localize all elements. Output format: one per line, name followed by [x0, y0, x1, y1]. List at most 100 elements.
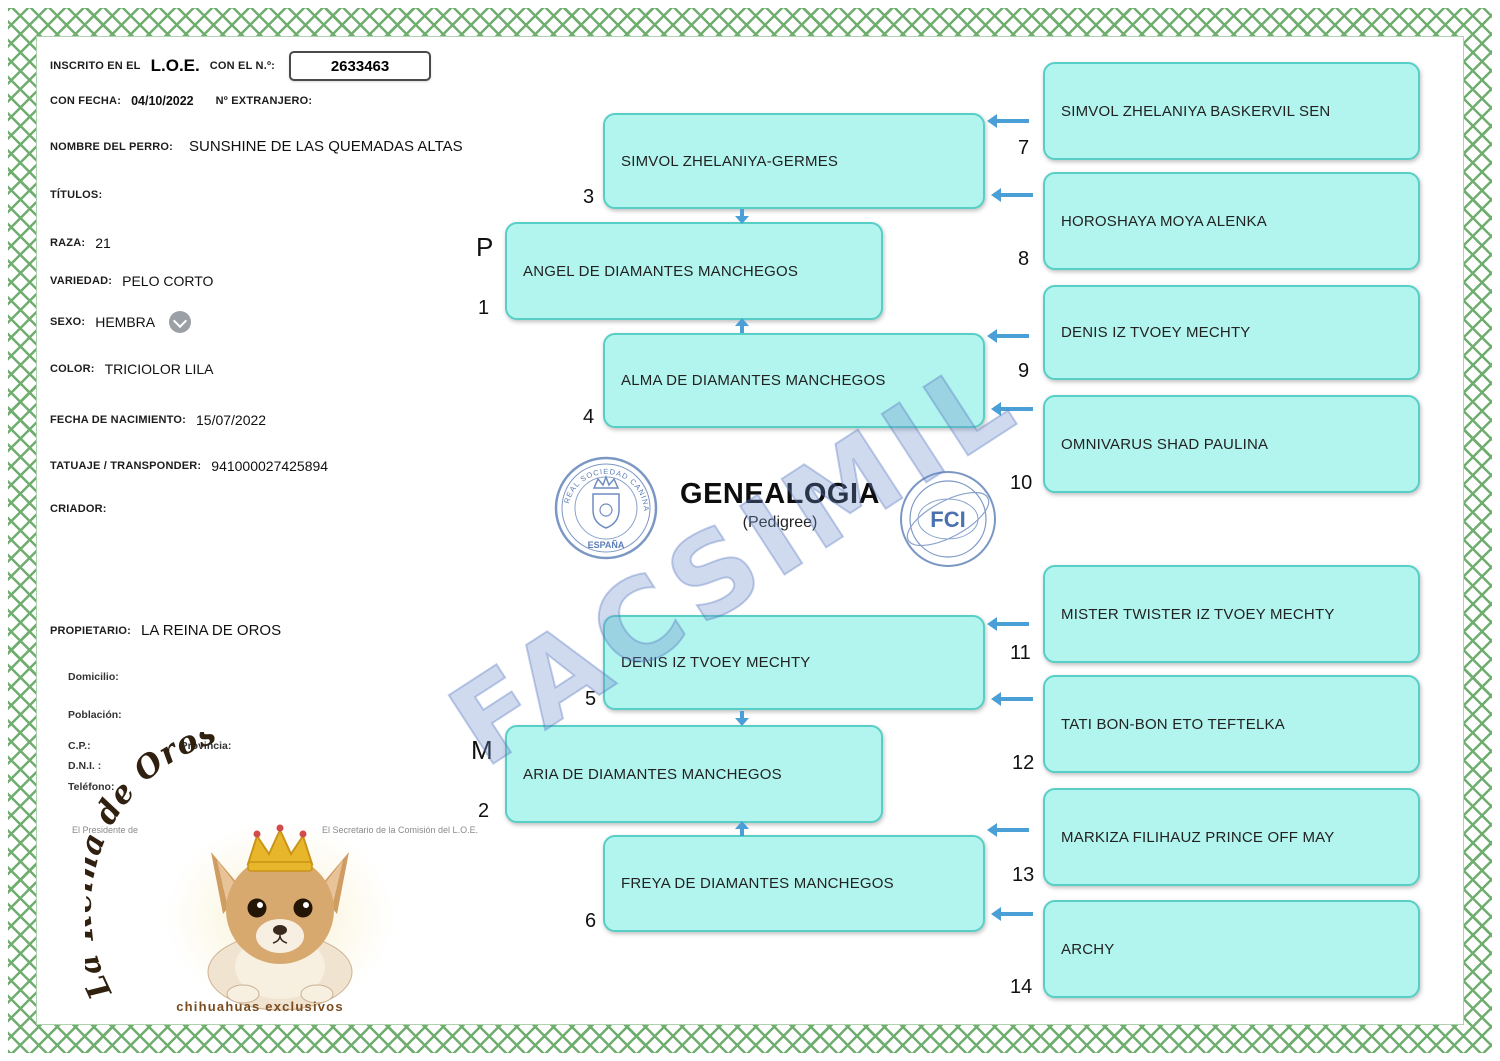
criador-row: CRIADOR: — [50, 503, 107, 515]
president-signature-label: El Presidente de — [72, 825, 139, 835]
con-el-n-label: CON EL N.º: — [209, 60, 276, 72]
arrow-up-icon — [735, 821, 748, 836]
inscrito-label: INSCRITO EN EL — [50, 60, 141, 72]
ancestor-name: ARIA DE DIAMANTES MANCHEGOS — [523, 765, 782, 783]
ancestor-name: DENIS IZ TVOEY MECHTY — [1061, 324, 1251, 341]
arrow-left-icon — [991, 188, 1033, 201]
color-label: COLOR: — [50, 363, 95, 375]
pedigree-box-14: ARCHY — [1043, 900, 1420, 998]
arrow-down-icon — [735, 711, 748, 726]
pedigree-number-6: 6 — [585, 910, 597, 932]
arrow-up-icon — [735, 318, 748, 333]
ancestor-name: SIMVOL ZHELANIYA BASKERVIL SEN — [1061, 102, 1331, 120]
nombre-row: NOMBRE DEL PERRO: SUNSHINE DE LAS QUEMAD… — [50, 138, 463, 155]
variedad-row: VARIEDAD: PELO CORTO — [50, 273, 213, 289]
pedigree-subtitle: (Pedigree) — [742, 514, 818, 531]
chevron-down-icon[interactable] — [169, 311, 192, 333]
pedigree-box-7: SIMVOL ZHELANIYA BASKERVIL SEN — [1043, 62, 1420, 160]
pedigree-box-6: FREYA DE DIAMANTES MANCHEGOS — [603, 835, 985, 932]
pedigree-number-1: 1 — [478, 297, 490, 319]
provincia-label: Provincia: — [180, 740, 232, 752]
registration-row: INSCRITO EN EL L.O.E. CON EL N.º: 263346… — [50, 50, 432, 82]
rsce-seal-bottom-text: ESPAÑA — [588, 540, 625, 550]
ancestor-name: DENIS IZ TVOEY MECHTY — [621, 654, 811, 671]
transponder-value: 941000027425894 — [211, 458, 329, 474]
titulos-label: TÍTULOS: — [50, 189, 103, 201]
registration-number-box: 2633463 — [289, 51, 432, 81]
crown-icon — [246, 827, 314, 865]
pedigree-number-3: 3 — [583, 186, 595, 208]
fecha-row: CON FECHA: 04/10/2022 Nº EXTRANJERO: — [50, 94, 312, 108]
ancestor-name: ARCHY — [1061, 940, 1115, 958]
pedigree-box-13: MARKIZA FILIHAUZ PRINCE OFF MAY — [1043, 788, 1420, 886]
propietario-row: PROPIETARIO: LA REINA DE OROS — [50, 622, 281, 639]
ancestor-name: OMNIVARUS SHAD PAULINA — [1061, 435, 1269, 453]
ancestor-name: FREYA DE DIAMANTES MANCHEGOS — [621, 875, 894, 892]
crown-icon — [592, 474, 620, 489]
cp-provincia-row: C.P.: Provincia: — [68, 740, 231, 752]
sexo-value: HEMBRA — [95, 314, 156, 330]
pedigree-box-5: DENIS IZ TVOEY MECHTY — [603, 615, 985, 710]
nacimiento-row: FECHA DE NACIMIENTO: 15/07/2022 — [50, 412, 266, 428]
pedigree-number-4: 4 — [583, 406, 595, 428]
ancestor-name: MISTER TWISTER IZ TVOEY MECHTY — [1061, 605, 1335, 623]
arrow-left-icon — [987, 617, 1029, 630]
titulos-row: TÍTULOS: — [50, 189, 102, 201]
domicilio-row: Domicilio: — [68, 671, 119, 683]
pedigree-number-12: 12 — [1012, 752, 1035, 774]
propietario-value: LA REINA DE OROS — [141, 622, 282, 639]
arrow-left-icon — [991, 907, 1033, 920]
poblacion-label: Población: — [68, 709, 122, 721]
rsce-seal-logo: REAL SOCIEDAD CANINA ESPAÑA — [554, 456, 658, 560]
ancestor-name: TATI BON-BON ETO TEFTELKA — [1061, 715, 1285, 733]
pedigree-box-9: DENIS IZ TVOEY MECHTY — [1043, 285, 1420, 380]
pedigree-box-4: ALMA DE DIAMANTES MANCHEGOS — [603, 333, 985, 428]
variedad-label: VARIEDAD: — [50, 275, 113, 287]
kennel-tagline: chihuahuas exclusivos — [176, 999, 344, 1014]
raza-value: 21 — [95, 235, 111, 251]
pedigree-number-11: 11 — [1010, 642, 1031, 664]
registry-name: L.O.E. — [150, 56, 200, 75]
pedigree-box-3: SIMVOL ZHELANIYA-GERMES — [603, 113, 985, 209]
pedigree-box-father: ANGEL DE DIAMANTES MANCHEGOS — [505, 222, 883, 320]
ancestor-name: ANGEL DE DIAMANTES MANCHEGOS — [523, 262, 799, 280]
arrow-left-icon — [991, 692, 1033, 705]
pedigree-box-12: TATI BON-BON ETO TEFTELKA — [1043, 675, 1420, 773]
nacimiento-label: FECHA DE NACIMIENTO: — [50, 414, 186, 426]
father-letter: P — [476, 232, 494, 262]
raza-label: RAZA: — [50, 237, 86, 249]
variedad-value: PELO CORTO — [122, 273, 214, 289]
transponder-label: TATUAJE / TRANSPONDER: — [50, 460, 202, 472]
dni-row: D.N.I. : — [68, 760, 101, 772]
raza-row: RAZA: 21 — [50, 235, 111, 251]
nombre-value: SUNSHINE DE LAS QUEMADAS ALTAS — [188, 138, 463, 155]
arrow-left-icon — [987, 329, 1029, 342]
sexo-row: SEXO: HEMBRA — [50, 311, 192, 333]
pedigree-number-5: 5 — [585, 688, 597, 710]
genealogia-title: GENEALOGIA — [680, 478, 880, 510]
fecha-value: 04/10/2022 — [131, 94, 194, 108]
ancestor-name: SIMVOL ZHELANIYA-GERMES — [621, 152, 839, 170]
kennel-logo: La Reina de Oros — [85, 732, 395, 1012]
pedigree-number-14: 14 — [1010, 976, 1033, 998]
pedigree-box-10: OMNIVARUS SHAD PAULINA — [1043, 395, 1420, 493]
puppy-illustration — [207, 824, 353, 1011]
cp-label: C.P.: — [68, 740, 91, 752]
poblacion-row: Población: — [68, 709, 122, 721]
con-fecha-label: CON FECHA: — [50, 95, 122, 107]
pedigree-number-8: 8 — [1018, 248, 1030, 270]
telefono-row: Teléfono: — [68, 781, 114, 793]
ancestor-name: ALMA DE DIAMANTES MANCHEGOS — [621, 372, 886, 389]
shield-icon — [592, 493, 620, 529]
secretary-signature-label: El Secretario de la Comisión del L.O.E. — [322, 825, 479, 835]
pedigree-number-10: 10 — [1010, 472, 1033, 494]
transponder-row: TATUAJE / TRANSPONDER: 941000027425894 — [50, 458, 328, 474]
pedigree-number-7: 7 — [1018, 137, 1030, 159]
pedigree-box-mother: ARIA DE DIAMANTES MANCHEGOS — [505, 725, 883, 823]
fci-seal-text: FCI — [930, 507, 965, 532]
ancestor-name: HOROSHAYA MOYA ALENKA — [1061, 212, 1267, 230]
pedigree-number-9: 9 — [1018, 360, 1030, 382]
domicilio-label: Domicilio: — [68, 671, 119, 683]
arrow-left-icon — [987, 823, 1029, 836]
